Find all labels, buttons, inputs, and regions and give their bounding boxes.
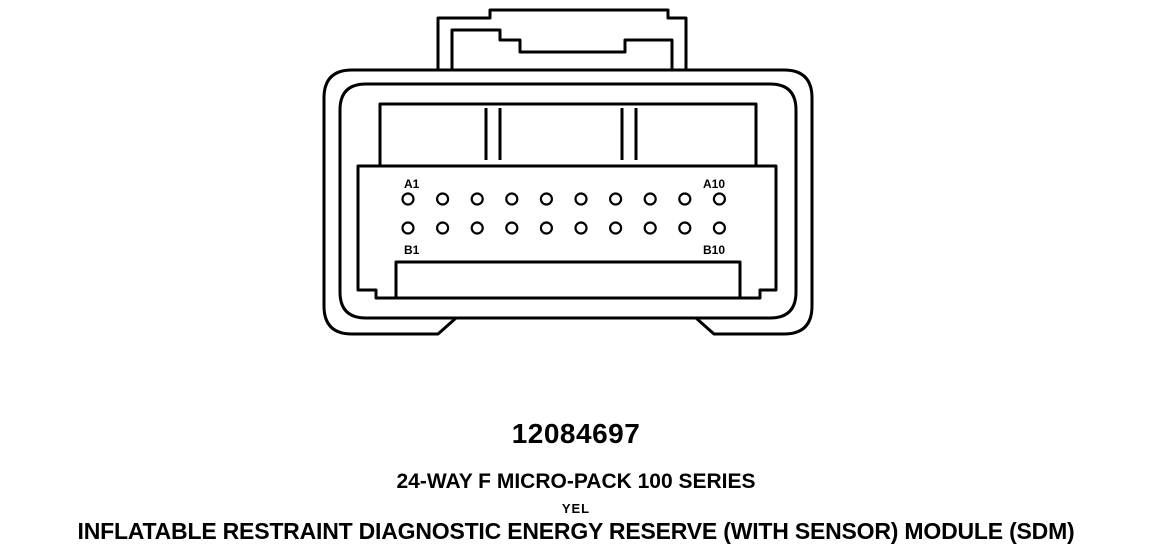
pin-cavity-a1 [401, 192, 415, 206]
module-name: INFLATABLE RESTRAINT DIAGNOSTIC ENERGY R… [77, 518, 1075, 544]
pin-cavity-b10 [712, 221, 727, 235]
pin-label-a1: A1 [404, 177, 420, 191]
pin-label-b1: B1 [404, 243, 420, 257]
pin-cavity-a9 [678, 192, 692, 206]
pin-label-b10: B10 [703, 243, 725, 257]
pin-cavity-b6 [574, 221, 588, 235]
pin-row-a [401, 192, 727, 206]
pin-cavity-a2 [436, 192, 450, 206]
pin-cavity-b9 [678, 221, 692, 235]
connector-face-diagram: A1 A10 B1 B10 [322, 8, 814, 336]
pin-cavity-a7 [608, 192, 623, 206]
pin-cavity-b5 [539, 221, 554, 235]
pin-cavity-a3 [470, 192, 484, 206]
pin-row-b [401, 221, 727, 235]
pin-cavity-b3 [470, 221, 484, 235]
pin-cavity-b4 [505, 221, 519, 235]
part-number: 12084697 [511, 418, 641, 449]
pin-label-a10: A10 [703, 177, 725, 191]
pin-cavity-b7 [608, 221, 623, 235]
pin-cavity-a10 [712, 192, 727, 206]
connector-latch [436, 8, 688, 70]
connector-latch-inner [450, 28, 674, 70]
connector-housing-inner [338, 82, 798, 320]
connector-description: 24-WAY F MICRO-PACK 100 SERIES [396, 470, 756, 493]
pin-cavity-b2 [436, 221, 450, 235]
pin-cavity-b1 [401, 221, 415, 235]
pin-cavity-b8 [643, 221, 657, 235]
pin-cavity-a6 [574, 192, 588, 206]
pin-cavity-a4 [505, 192, 519, 206]
connector-color: YEL [561, 501, 591, 516]
pin-cavity-a8 [643, 192, 657, 206]
pin-cavity-a5 [539, 192, 554, 206]
terminal-position-assurance [394, 260, 742, 300]
